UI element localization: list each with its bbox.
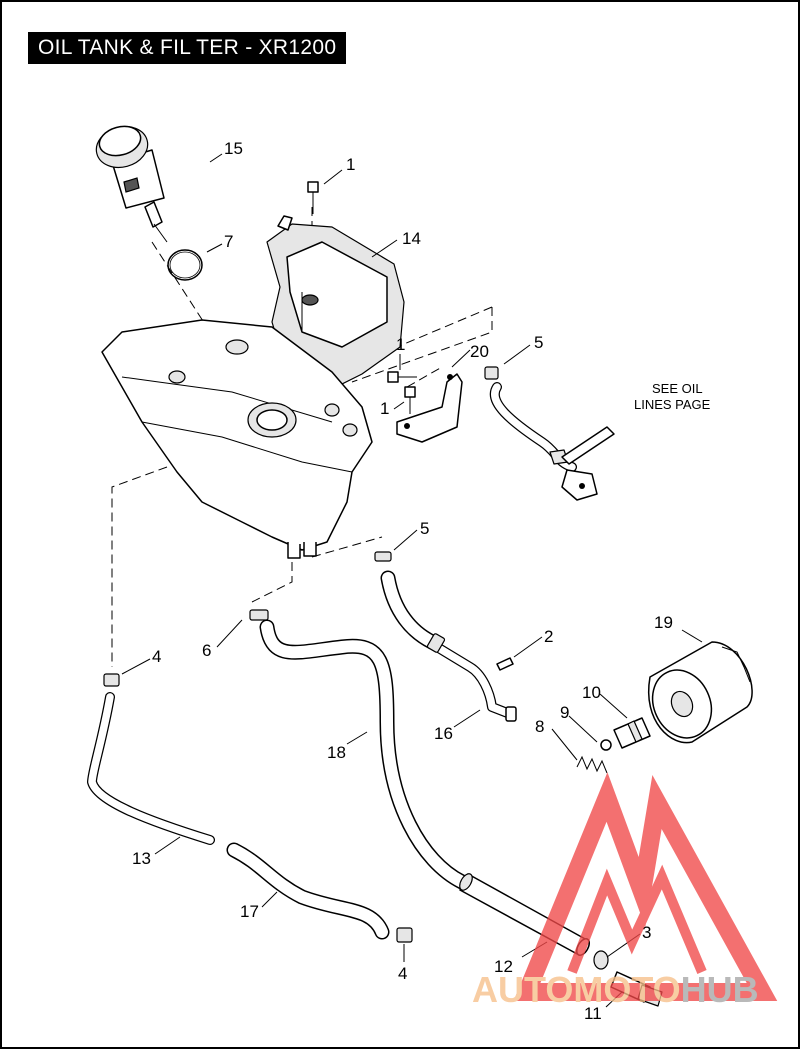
- oil-line-upper: [489, 382, 615, 501]
- callout-1: 1: [380, 399, 389, 418]
- callout-7: 7: [224, 232, 233, 251]
- callout-14: 14: [402, 229, 421, 248]
- callout-4: 4: [152, 647, 161, 666]
- callout-labels: 15 1 7 14 1 20 5 1 5 2 19 6 4 10 9 8 16 …: [132, 139, 673, 1023]
- callout-8: 8: [535, 717, 544, 736]
- drain-hose: [226, 842, 390, 940]
- ball-9: [600, 739, 612, 751]
- callout-1: 1: [396, 335, 405, 354]
- callout-10: 10: [582, 683, 601, 702]
- callout-15: 15: [224, 139, 243, 158]
- hose-clamp-4-upper: [103, 673, 120, 687]
- callout-4: 4: [398, 964, 407, 983]
- callout-13: 13: [132, 849, 151, 868]
- hose-clamp-5-upper: [484, 366, 499, 380]
- callout-1: 1: [346, 155, 355, 174]
- watermark: AUTOMOTOHUB: [472, 772, 778, 1010]
- watermark-logo: [513, 772, 778, 1001]
- filler-cap-dipstick: [95, 125, 168, 243]
- note-line-1: SEE OIL: [652, 381, 703, 396]
- vent-hose: [87, 692, 215, 845]
- bolt-right-upper: [387, 371, 417, 383]
- fitting-2: [496, 657, 514, 671]
- hose-clamp-6: [249, 609, 269, 621]
- page-title: OIL TANK & FIL TER - XR1200: [28, 32, 347, 64]
- callout-9: 9: [560, 703, 569, 722]
- callout-2: 2: [544, 627, 553, 646]
- callout-17: 17: [240, 902, 259, 921]
- feed-hose: [259, 619, 470, 890]
- callout-20: 20: [470, 342, 489, 361]
- callout-5: 5: [534, 333, 543, 352]
- callout-18: 18: [327, 743, 346, 762]
- callout-leaders: [121, 153, 703, 1008]
- mounting-bracket: [396, 373, 463, 443]
- callout-16: 16: [434, 724, 453, 743]
- see-oil-lines-note: SEE OIL LINES PAGE: [634, 381, 711, 412]
- callout-3: 3: [642, 923, 651, 942]
- spring-8: [576, 755, 608, 774]
- hose-clamp-5-lower: [374, 551, 392, 562]
- callout-12: 12: [494, 957, 513, 976]
- bolt-top: [307, 181, 319, 214]
- callout-19: 19: [654, 613, 673, 632]
- note-line-2: LINES PAGE: [634, 397, 711, 412]
- callout-6: 6: [202, 641, 211, 660]
- bolt-right-lower: [404, 386, 416, 414]
- fitting-3: [593, 950, 609, 970]
- callout-5: 5: [420, 519, 429, 538]
- o-ring: [167, 249, 203, 281]
- hose-clamp-4-lower: [396, 927, 413, 943]
- return-line: [380, 570, 517, 722]
- oil-filter: [647, 641, 753, 744]
- oil-tank: [101, 319, 373, 559]
- nipple-10: [613, 717, 651, 749]
- callout-11: 11: [584, 1004, 602, 1023]
- watermark-text: AUTOMOTOHUB: [472, 969, 759, 1010]
